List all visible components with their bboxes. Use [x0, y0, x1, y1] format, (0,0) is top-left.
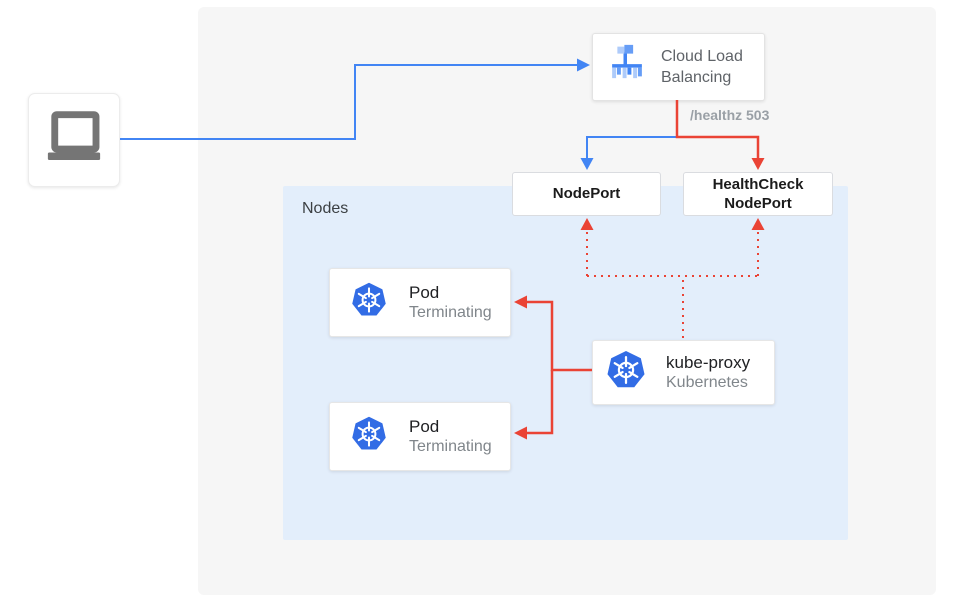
nodeport-label: NodePort — [552, 185, 621, 203]
pod-terminating-node-1: Pod Terminating — [329, 268, 511, 337]
laptop-icon — [41, 105, 107, 176]
healthcheck-nodeport-label: HealthCheck NodePort — [712, 175, 804, 213]
kubernetes-icon — [605, 349, 647, 396]
nodeport-node: NodePort — [512, 172, 661, 216]
cloud-load-balancing-label: Cloud Load Balancing — [661, 47, 743, 86]
client-node — [28, 93, 120, 187]
healthcheck-nodeport-node: HealthCheck NodePort — [683, 172, 833, 216]
pod-status: Terminating — [409, 438, 492, 456]
nodes-group-label: Nodes — [302, 200, 349, 217]
pod-title: Pod — [409, 416, 440, 436]
kube-proxy-node: kube-proxy Kubernetes — [592, 340, 775, 405]
kube-proxy-title: kube-proxy — [666, 352, 751, 372]
healthz-status-label: /healthz 503 — [690, 107, 770, 123]
kubernetes-icon — [350, 281, 388, 324]
load-balancer-icon — [606, 44, 648, 91]
kubernetes-icon — [350, 415, 388, 458]
kube-proxy-subtitle: Kubernetes — [666, 374, 748, 392]
pod-status: Terminating — [409, 304, 492, 322]
pod-title: Pod — [409, 282, 440, 302]
cloud-load-balancing-node: Cloud Load Balancing — [592, 33, 765, 101]
pod-terminating-node-2: Pod Terminating — [329, 402, 511, 471]
